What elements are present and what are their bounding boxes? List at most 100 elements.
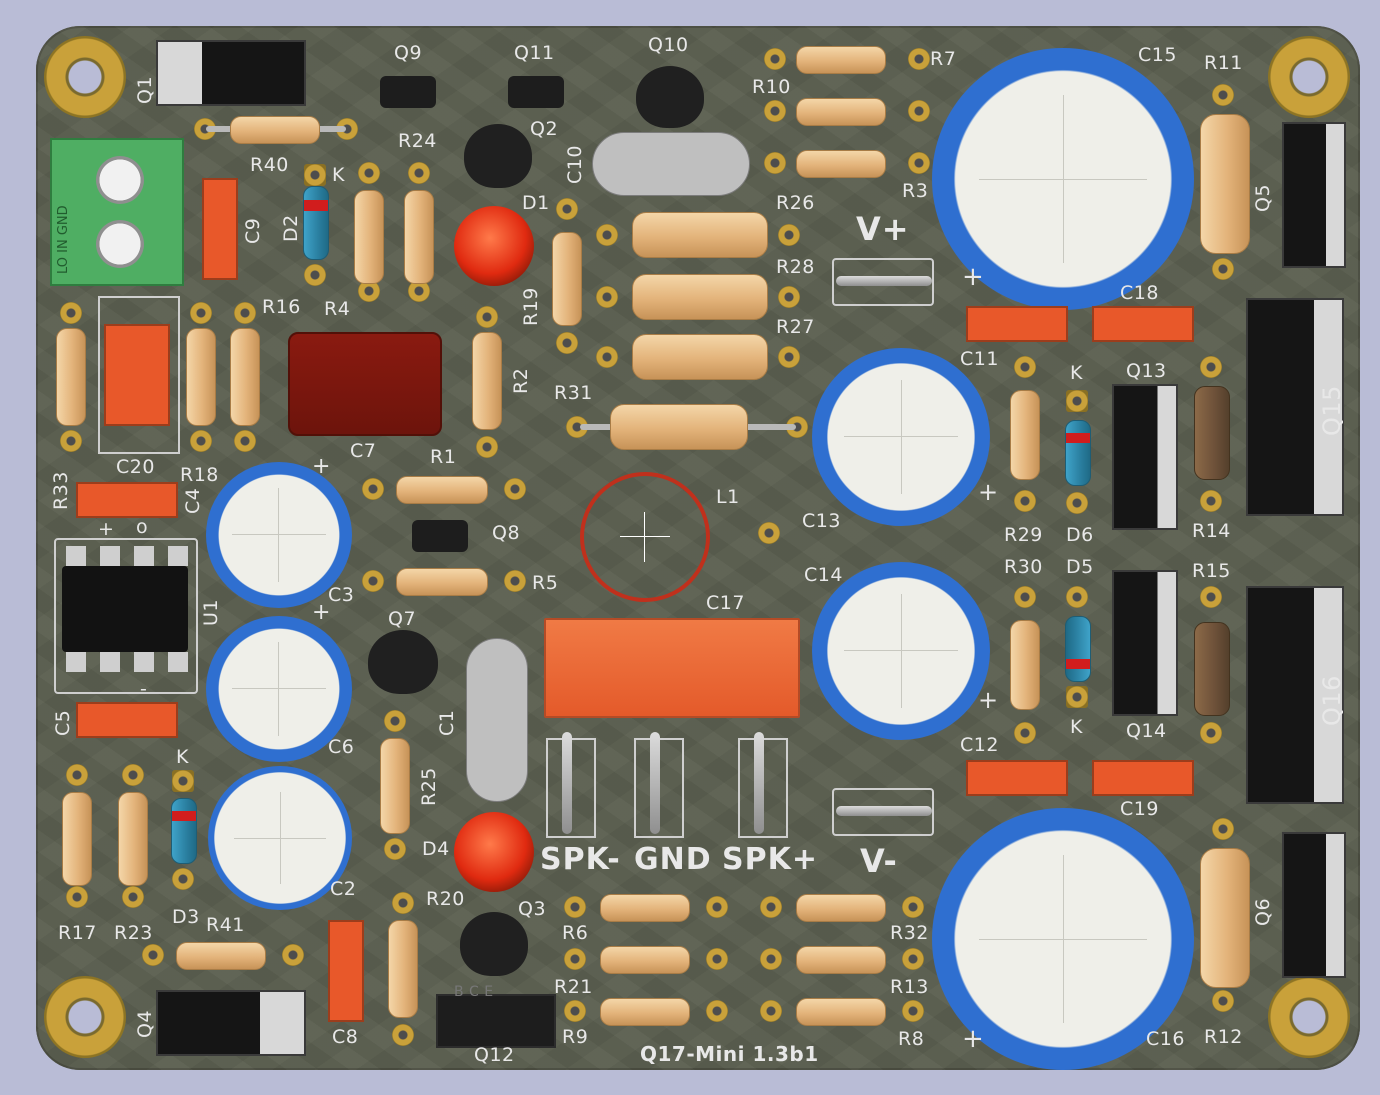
label-r29: R29 [1004,524,1043,546]
label-c12: C12 [960,734,999,756]
pad [760,896,782,918]
label-q15: Q15 [1318,385,1346,436]
label-l1: L1 [716,486,740,508]
label-d2: D2 [280,214,302,242]
pad [908,152,930,174]
label-q4: Q4 [134,1009,156,1038]
pad [362,570,384,592]
pad [190,430,212,452]
pad [706,896,728,918]
pad [778,224,800,246]
label-r7: R7 [930,48,957,70]
pad [1066,390,1088,412]
pad [564,1000,586,1022]
ic-pin [66,652,86,672]
silk-outline [54,538,198,694]
mounting-hole-top-left [44,36,126,118]
pad [234,302,256,324]
pad [1014,586,1036,608]
pad [908,48,930,70]
pad [902,896,924,918]
label-c16: C16 [1146,1028,1185,1050]
capacitor-c18 [1092,306,1194,342]
ic-pin [100,652,120,672]
board-title: Q17-Mini 1.3b1 [640,1042,819,1066]
pad [358,162,380,184]
resistor-r8 [796,998,886,1026]
ic-pin [168,546,188,566]
label-r30: R30 [1004,556,1043,578]
terminal-spk-minus[interactable] [562,732,572,834]
pad [596,346,618,368]
resistor-r2 [472,332,502,430]
capacitor-c10 [592,132,750,196]
label-c7: C7 [350,440,377,462]
label-r21: R21 [554,976,593,998]
label-r27: R27 [776,316,815,338]
resistor-r3 [796,150,886,178]
label-c15-plus: + [962,262,985,292]
label-r8: R8 [898,1028,925,1050]
pad [408,280,430,302]
capacitor-c1 [466,638,528,802]
label-r16: R16 [262,296,301,318]
label-q2: Q2 [530,118,559,140]
pad [1014,356,1036,378]
capacitor-c13 [812,348,990,526]
resistor-r4 [354,190,384,284]
pad [392,892,414,914]
pad [1212,84,1234,106]
label-r4: R4 [324,298,351,320]
diode-d3 [171,798,197,864]
pad [336,118,358,140]
capacitor-c8 [328,920,364,1022]
pad [566,416,588,438]
transistor-q11 [508,76,564,108]
pad [764,48,786,70]
label-c6: C6 [328,736,355,758]
label-c8: C8 [332,1026,359,1048]
terminal-screw-icon[interactable] [96,220,144,268]
inductor-crosshair [644,512,645,562]
label-c18: C18 [1120,282,1159,304]
pad [764,100,786,122]
capacitor-c4 [76,482,178,518]
label-r19: R19 [520,287,542,326]
capacitor-c5 [76,702,178,738]
label-v-minus: V- [860,842,898,880]
pad [902,1000,924,1022]
label-r10: R10 [752,76,791,98]
label-r33: R33 [50,471,72,510]
pad [1212,990,1234,1012]
pad [172,868,194,890]
label-r6: R6 [562,922,589,944]
pad [1200,356,1222,378]
input-terminal-block[interactable]: LO IN GND [50,138,184,286]
label-q10: Q10 [648,34,689,56]
label-r14: R14 [1192,520,1231,542]
label-c11: C11 [960,348,999,370]
pad [1200,586,1222,608]
resistor-r20 [388,920,418,1018]
label-r15: R15 [1192,560,1231,582]
resistor-r31 [610,404,748,450]
terminal-spk-plus[interactable] [754,732,764,834]
label-r2: R2 [510,367,532,394]
label-k-d2: K [332,164,345,186]
capacitor-c17 [544,618,800,718]
terminal-screw-icon[interactable] [96,156,144,204]
pad [282,944,304,966]
label-r31: R31 [554,382,593,404]
label-c14: C14 [804,564,843,586]
resistor-r13 [796,946,886,974]
pad [760,948,782,970]
led-d1 [454,206,534,286]
opamp-u1 [62,566,188,652]
label-c3: C3 [328,584,355,606]
terminal-gnd[interactable] [650,732,660,834]
label-q12: Q12 [474,1044,515,1066]
pad [760,1000,782,1022]
label-q9: Q9 [394,42,423,64]
label-q1: Q1 [134,75,156,104]
label-c4: C4 [182,487,204,514]
